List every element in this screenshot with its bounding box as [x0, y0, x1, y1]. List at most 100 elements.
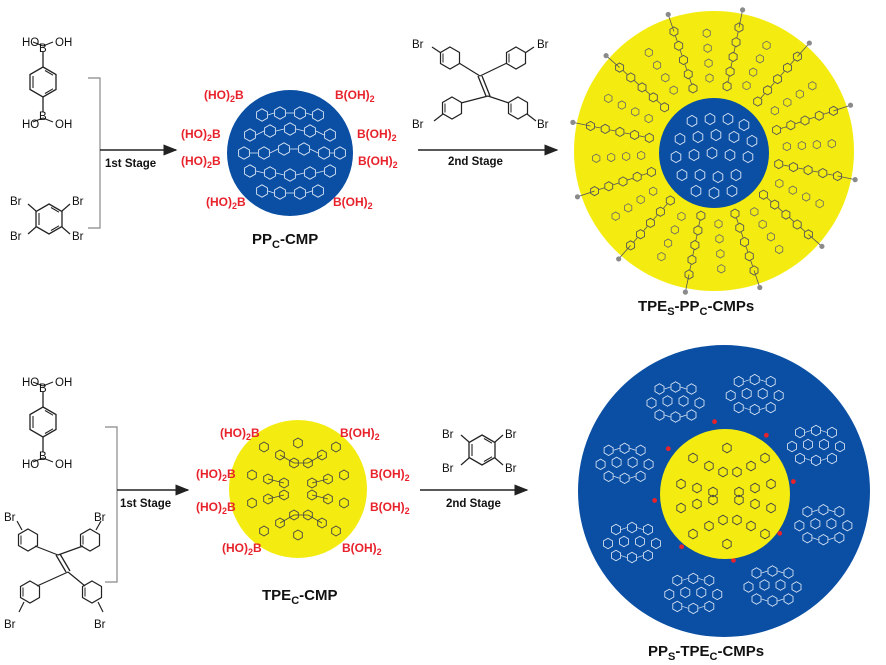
- bond-line: [698, 578, 705, 581]
- benzene-ring-glyph: [818, 167, 828, 179]
- row2-oh-top: OH: [55, 377, 72, 389]
- bond-line: [315, 130, 325, 136]
- benzene-ring-glyph: [646, 217, 655, 229]
- benzene-ring-glyph: [827, 426, 837, 439]
- bond-line: [656, 100, 662, 105]
- benzene-ring-glyph: [323, 473, 333, 485]
- row1-core-label-left-4: (HO)2B: [206, 195, 246, 211]
- benzene-ring-glyph: [735, 222, 745, 233]
- benzene-ring-glyph: [722, 112, 734, 126]
- bond-line: [695, 234, 698, 241]
- benzene-ring-glyph: [644, 113, 653, 124]
- benzene-ring-glyph: [643, 458, 654, 470]
- benzene-ring-glyph: [631, 107, 640, 117]
- benzene-ring-glyph: [728, 51, 738, 63]
- bond-line: [760, 93, 765, 99]
- row2-monomer-c-br-3: Br: [442, 463, 454, 475]
- benzene-ring-glyph: [814, 110, 824, 121]
- benzene-ring-glyph: [715, 234, 724, 244]
- row1-product-name: TPES-PPC-CMPs: [638, 298, 754, 318]
- benzene-ring-glyph: [635, 470, 646, 482]
- bond-line: [315, 170, 325, 174]
- benzene-ring-glyph: [718, 514, 728, 526]
- row1-stage2-arrow: 2nd Stage: [418, 144, 559, 168]
- benzene-ring-glyph: [740, 236, 749, 248]
- benzene-ring-glyph: [607, 152, 616, 163]
- benzene-ring-glyph: [686, 114, 698, 128]
- benzene-ring-glyph: [275, 449, 285, 461]
- benzene-ring-glyph: [686, 409, 697, 421]
- bond-line: [643, 226, 648, 232]
- bond-line: [609, 129, 616, 132]
- bond-line: [812, 509, 819, 513]
- benzene-ring-glyph: [767, 565, 778, 577]
- benzene-ring-glyph: [651, 537, 661, 550]
- benzene-ring-glyph: [670, 411, 681, 423]
- bond-line: [633, 237, 638, 243]
- benzene-ring-glyph: [722, 442, 732, 454]
- bond-line: [682, 606, 689, 609]
- benzene-ring-glyph: [683, 69, 693, 80]
- benzene-ring-glyph: [834, 532, 845, 544]
- benzene-ring-glyph: [749, 373, 760, 386]
- benzene-ring-glyph: [786, 120, 796, 131]
- bond-line: [279, 514, 295, 524]
- benzene-ring-glyph: [732, 514, 742, 526]
- benzene-ring-glyph: [619, 442, 630, 454]
- benzene-ring-glyph: [619, 535, 629, 548]
- benzene-ring-glyph: [674, 132, 686, 146]
- benzene-ring-glyph: [750, 482, 760, 494]
- benzene-ring-glyph: [706, 146, 718, 160]
- row1-br-4: Br: [72, 231, 84, 243]
- benzene-ring-glyph: [724, 148, 736, 162]
- benzene-ring-glyph: [775, 244, 784, 255]
- benzene-ring-glyph: [758, 219, 767, 229]
- benzene-ring-glyph: [751, 593, 762, 605]
- benzene-ring-glyph: [244, 164, 256, 178]
- terminal-dot: [790, 479, 796, 484]
- benzene-ring-glyph: [708, 494, 718, 506]
- benzene-ring-glyph: [686, 383, 697, 395]
- bond-line: [664, 414, 671, 418]
- bond-line: [828, 537, 835, 541]
- row1-core-label-right-1: B(OH)2: [335, 88, 375, 104]
- benzene-ring-glyph: [811, 454, 821, 467]
- benzene-ring-glyph: [722, 538, 732, 550]
- benzene-ring-glyph: [774, 158, 784, 170]
- row1-core-label-left-1: (HO)2B: [204, 88, 244, 104]
- row2-core-label-right-1: B(OH)2: [340, 426, 380, 442]
- terminal-dot: [740, 7, 746, 13]
- benzene-ring-glyph: [692, 130, 704, 144]
- benzene-ring-glyph: [674, 40, 684, 51]
- bond-line: [795, 121, 801, 125]
- bond-line: [777, 207, 783, 212]
- bond-line: [745, 246, 749, 253]
- row2-br-2: Br: [94, 512, 106, 524]
- bond-line: [736, 31, 739, 38]
- benzene-ring-glyph: [795, 452, 805, 465]
- benzene-ring-glyph: [732, 466, 742, 478]
- bond-line: [689, 78, 692, 85]
- benzene-ring-glyph: [783, 97, 792, 108]
- benzene-ring-glyph: [293, 529, 303, 541]
- benzene-ring-glyph: [702, 28, 711, 38]
- bond-line: [620, 555, 628, 558]
- row1-ho-bottom: HO: [22, 119, 39, 131]
- bond-line: [761, 598, 768, 602]
- benzene-ring-glyph: [718, 466, 728, 478]
- bond-line: [780, 70, 785, 76]
- benzene-ring-glyph: [705, 73, 714, 83]
- row1-stage2-label: 2nd Stage: [448, 156, 503, 168]
- benzene-ring-glyph: [684, 269, 694, 280]
- benzene-ring-glyph: [749, 265, 759, 276]
- row2-ho-bottom: HO: [22, 459, 39, 471]
- benzene-ring-glyph: [627, 456, 638, 468]
- benzene-ring-glyph: [279, 477, 289, 489]
- benzene-ring-glyph: [766, 502, 776, 514]
- benzene-ring-glyph: [664, 238, 673, 248]
- bond-line: [692, 249, 695, 256]
- terminal-dot: [652, 498, 658, 503]
- benzene-ring-glyph: [746, 134, 758, 148]
- benzene-ring-glyph: [743, 581, 754, 593]
- benzene-ring-glyph: [704, 460, 714, 472]
